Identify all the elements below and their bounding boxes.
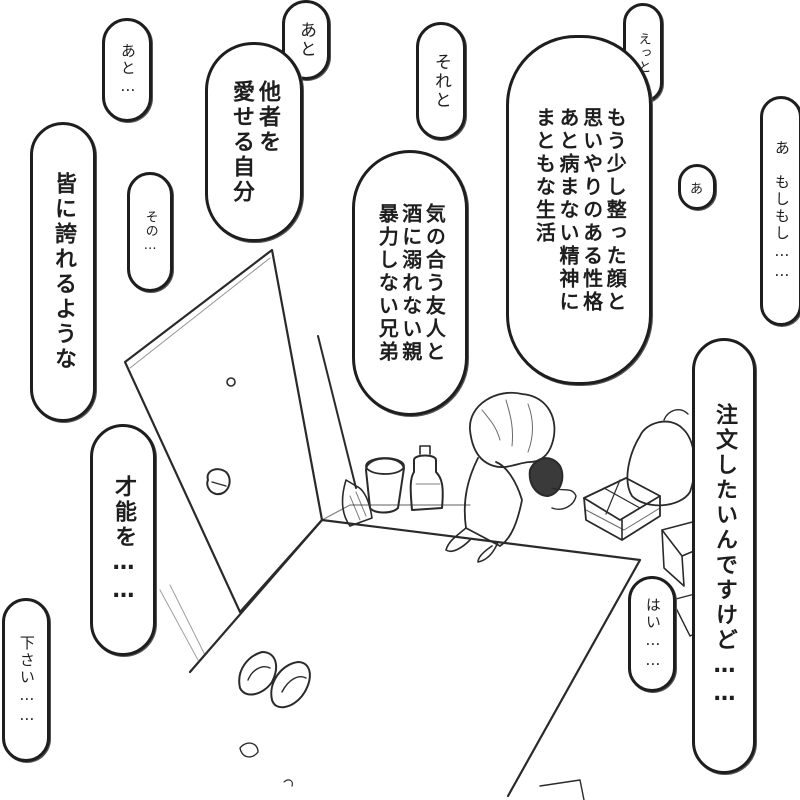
speech-text-minna: 皆に誇れるような xyxy=(50,172,76,372)
shoe-left xyxy=(238,651,278,696)
speech-bubble-monologue-2: 気の合う友人と 酒に溺れない親 暴力しない兄弟 xyxy=(352,150,468,416)
phone xyxy=(528,457,564,497)
speech-text-monologue-2: 気の合う友人と 酒に溺れない親 暴力しない兄弟 xyxy=(375,202,447,364)
speech-text-monologue-3: 他者を 愛せる自分 xyxy=(229,79,280,205)
floor xyxy=(188,518,642,798)
gift-box xyxy=(583,477,661,521)
person-leg-left xyxy=(445,527,471,553)
broom-handle xyxy=(317,335,357,489)
speech-bubble-soreto: それと xyxy=(416,22,466,140)
speech-text-moshimoshi: あ もしもし…… xyxy=(772,140,791,282)
speech-text-ato-1: あと xyxy=(296,21,317,59)
speech-bubble-sono: その… xyxy=(127,172,173,292)
speech-text-monologue-1: もう少し整った顔と 思いやりのある性格 あと病まない精神に まともな生活 xyxy=(532,106,628,314)
speech-text-ato-2: あと… xyxy=(118,43,137,97)
person-hair xyxy=(469,391,556,468)
bucket xyxy=(365,457,405,514)
speech-bubble-monologue-1: もう少し整った顔と 思いやりのある性格 あと病まない精神に まともな生活 xyxy=(506,35,652,385)
speech-text-a: あ xyxy=(689,181,704,197)
speech-bubble-hai: はい…… xyxy=(628,576,676,692)
speech-text-sono: その… xyxy=(142,210,158,254)
speech-bubble-kudasai: 下さい…… xyxy=(2,598,50,762)
speech-text-kudasai: 下さい…… xyxy=(17,634,36,726)
speech-text-saino: 才能を…… xyxy=(110,474,136,606)
speech-bubble-moshimoshi: あ もしもし…… xyxy=(760,96,800,326)
door-lock xyxy=(206,468,231,496)
door-knob xyxy=(226,377,236,387)
speech-text-chumon: 注文したいんですけど…… xyxy=(711,403,737,709)
speech-text-soreto: それと xyxy=(431,52,452,110)
broom-head xyxy=(341,479,373,527)
speech-bubble-chumon: 注文したいんですけど…… xyxy=(692,338,756,774)
sack xyxy=(626,420,696,507)
shoe-right xyxy=(270,661,311,709)
bottle xyxy=(409,454,444,511)
speech-bubble-minna: 皆に誇れるような xyxy=(30,122,96,422)
speech-bubble-monologue-3: 他者を 愛せる自分 xyxy=(205,42,303,242)
person-leg-right xyxy=(477,541,499,563)
speech-bubble-a: あ xyxy=(678,164,716,210)
person-body xyxy=(463,457,523,547)
speech-bubble-ato-2: あと… xyxy=(102,18,152,122)
speech-text-hai: はい…… xyxy=(643,597,662,671)
speech-bubble-saino: 才能を…… xyxy=(90,424,156,656)
speech-text-etto: えっと xyxy=(635,32,651,74)
